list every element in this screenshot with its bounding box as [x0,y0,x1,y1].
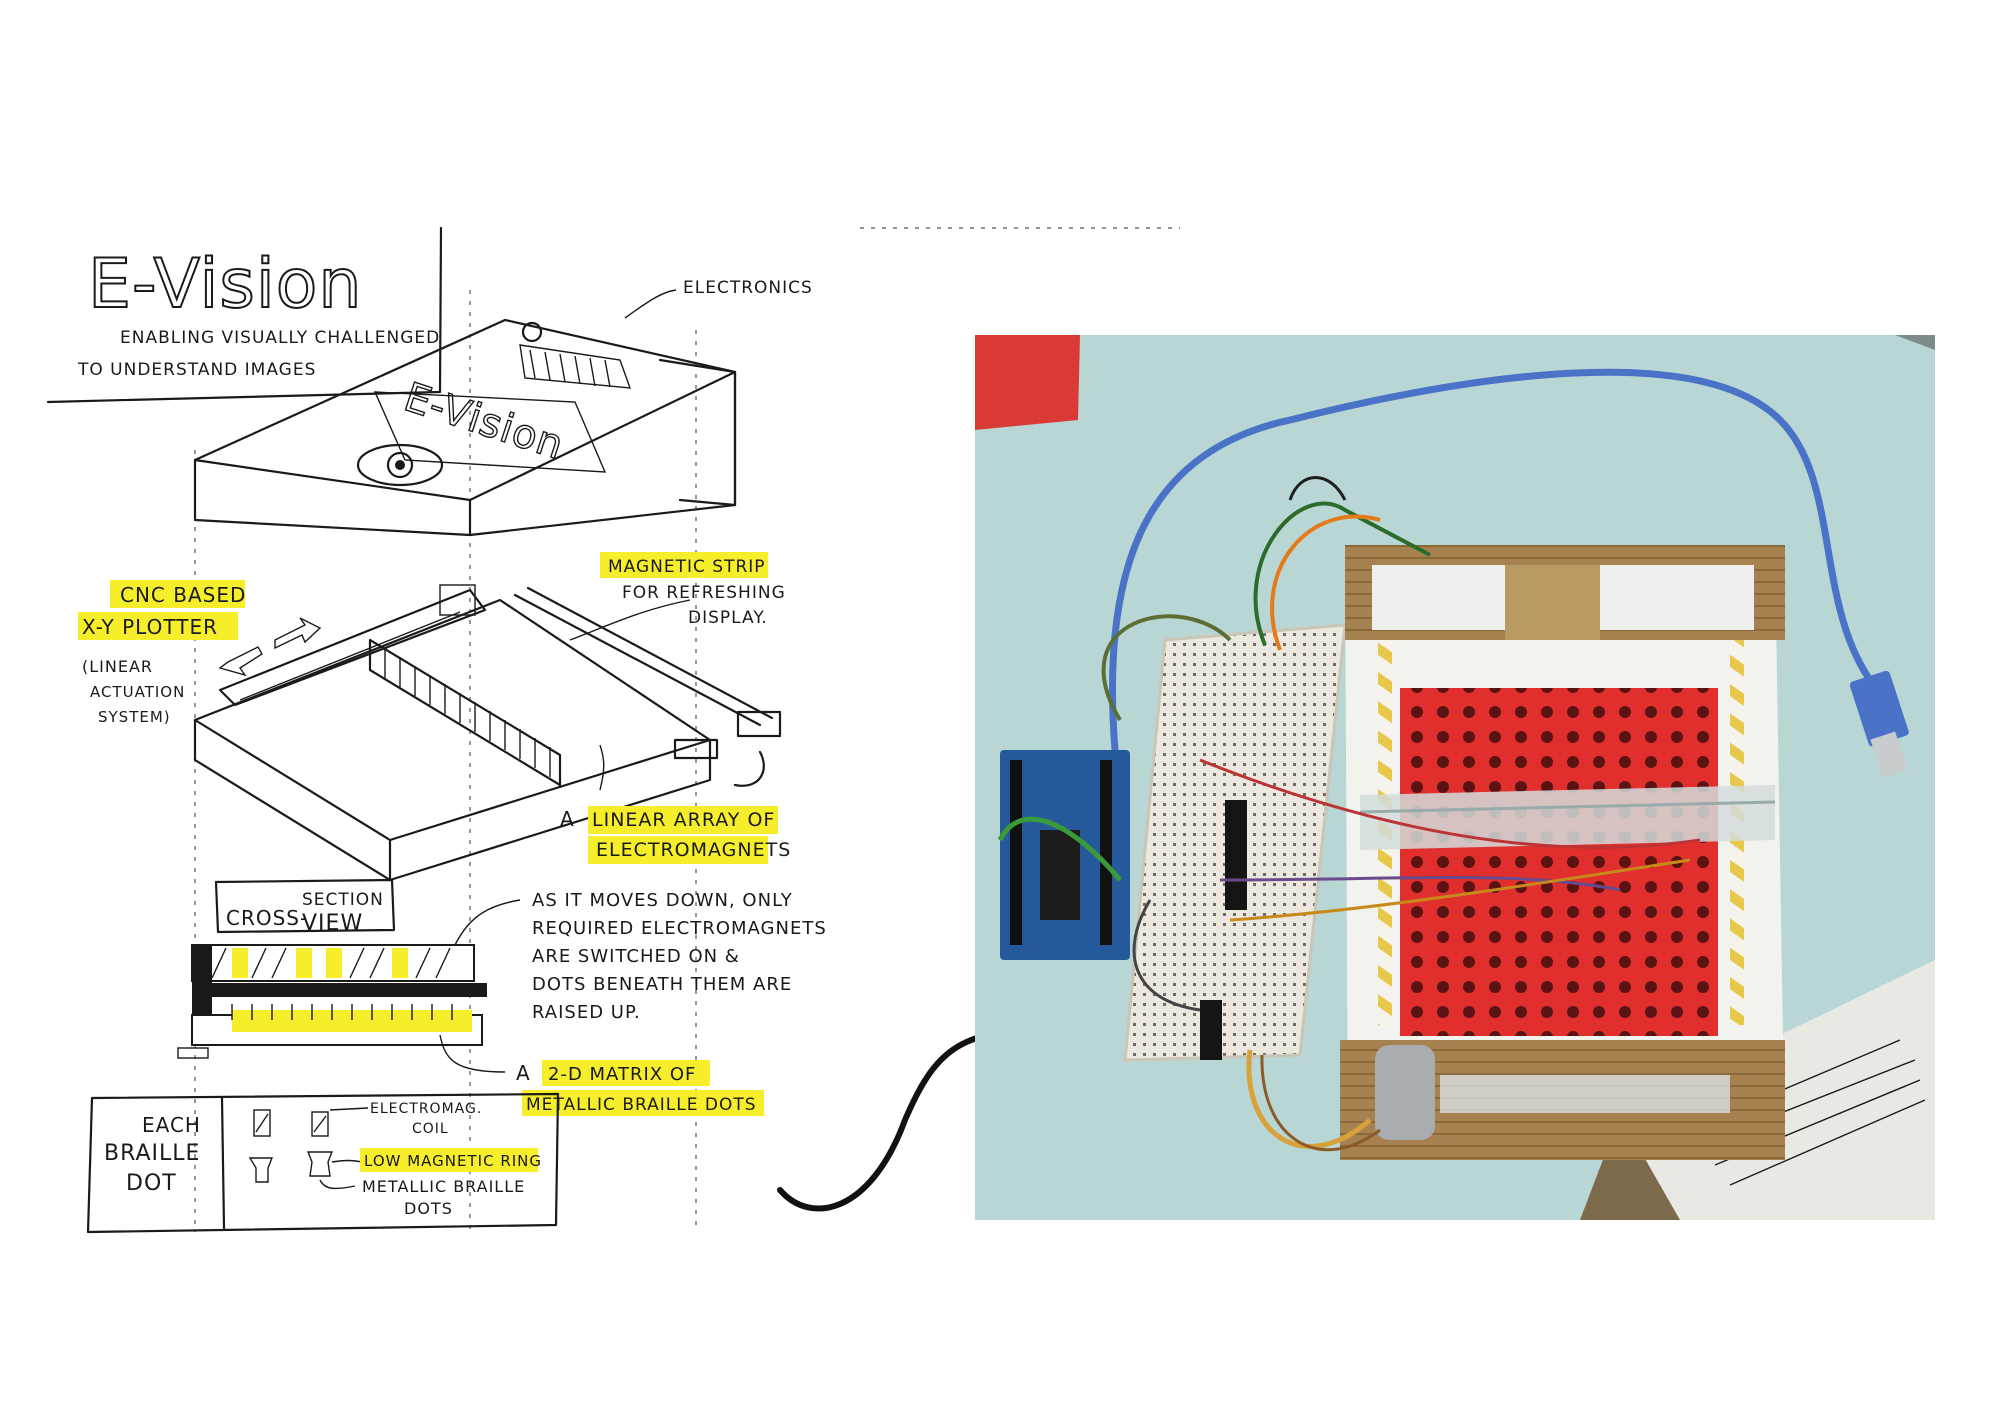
xy-plotter-drawing [195,585,780,880]
label-moves-line2: REQUIRED ELECTROMAGNETS [532,918,827,939]
label-cross-line1: SECTION [302,890,384,910]
label-metal-line1: METALLIC BRAILLE [362,1177,525,1196]
label-moves-line3: ARE SWITCHED ON & [532,946,740,967]
label-each-line3: DOT [126,1171,177,1196]
label-matrix-line1: 2-D MATRIX OF [548,1064,696,1085]
label-linear-line1: (LINEAR [82,657,153,676]
label-electronics: ELECTRONICS [683,278,813,298]
label-linear-line3: SYSTEM) [98,708,171,726]
device-lid-drawing: E-Vision [195,320,735,535]
label-linear-line2: ACTUATION [90,683,185,701]
label-each-line2: BRAILLE [104,1141,200,1166]
label-moves-line1: AS IT MOVES DOWN, ONLY [532,890,793,911]
cross-section-box: SECTION CROSS- VIEW [216,880,394,936]
lid-brand-label: E-Vision [399,374,570,469]
label-moves-line4: DOTS BENEATH THEM ARE [532,974,792,995]
label-cross-line2: CROSS- [226,906,308,930]
label-cross-line3: VIEW [302,911,363,936]
red-object-corner [975,335,1080,430]
prototype-photo [975,335,1935,1220]
cross-section-drawing [178,945,487,1058]
label-each-line1: EACH [142,1113,201,1137]
label-strip-line2: FOR REFRESHING [622,583,786,603]
label-matrix-line2: METALLIC BRAILLE DOTS [526,1095,757,1115]
label-coil-line1: ELECTROMAG. [370,1101,482,1117]
label-cnc-line1: CNC BASED [120,583,246,607]
label-array-line1: LINEAR ARRAY OF [592,809,775,831]
label-coil-line2: COIL [412,1121,449,1137]
label-moves-line5: RAISED UP. [532,1002,641,1023]
moves-leader [455,900,520,945]
sketch-title: E-Vision [88,245,362,324]
label-matrix-prefix: A [516,1061,531,1085]
sketch-subtitle-line1: ENABLING VISUALLY CHALLENGED [120,328,440,348]
label-strip-line3: DISPLAY. [688,608,768,628]
sketch-subtitle-line2: TO UNDERSTAND IMAGES [77,360,316,380]
electronics-leader [625,290,676,318]
label-array-prefix: A [560,807,575,831]
label-ring: LOW MAGNETIC RING [364,1152,542,1170]
electromagnet-rail [1360,785,1775,850]
label-strip-line1: MAGNETIC STRIP [608,557,766,577]
label-array-line2: ELECTROMAGNETS [596,839,791,861]
label-cnc-line2: X-Y PLOTTER [82,615,218,639]
label-metal-line2: DOTS [404,1199,453,1218]
